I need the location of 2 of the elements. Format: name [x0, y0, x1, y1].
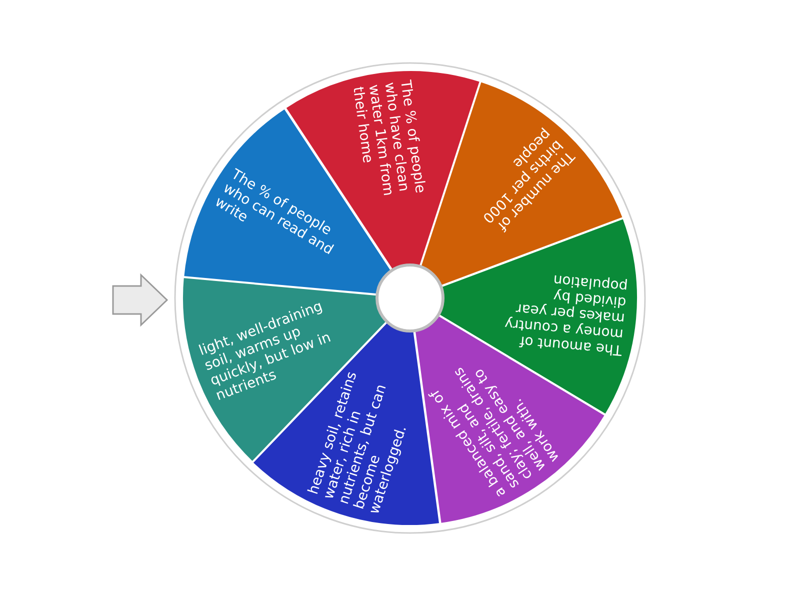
segment-label: The % of people who have clean water 1km from their home [349, 80, 430, 200]
segment-label: The amount of money a country makes per year divided by population [503, 270, 629, 358]
